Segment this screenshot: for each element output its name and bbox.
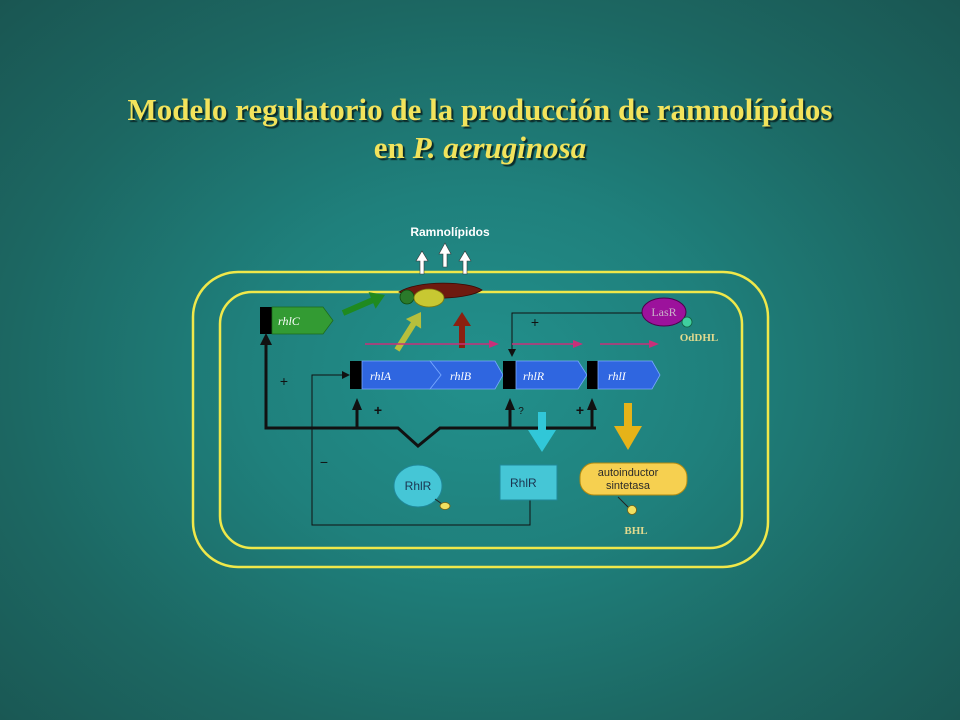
rhlR-activation-sign: ? [518,406,524,417]
rhlR-gene [515,360,588,390]
slide-title: Modelo regulatorio de la producción de r… [0,91,960,167]
rhlR-label: rhlR [523,369,545,383]
rhlB-product-arrow [453,312,471,348]
title-organism-name: P. aeruginosa [412,130,587,165]
rhlA-gene [361,360,442,390]
rhlI-label: rhlI [608,369,627,383]
rhamnolipid-molecule [398,282,483,308]
rhlA-product-arrow [394,312,422,352]
rhlAB-promoter [350,361,362,389]
rhamnolipids-label: Ramnolípidos [410,225,490,239]
rhlI-translation-arrow [614,403,642,450]
rhlI-gene [597,360,661,390]
bhl-molecule [627,505,637,515]
rhlC-promoter [260,307,272,334]
odDHL-molecule [681,316,693,328]
bhl-binding-stem [434,498,443,505]
autoinducer-synthase [579,462,688,496]
bhl-label: BHL [624,525,647,537]
feedback-line [311,371,531,526]
transcripts [365,340,659,348]
rhlAB-activation-sign: + [374,402,382,418]
secretion-arrow-1 [415,250,429,275]
feedback-sign: − [320,454,328,470]
rhlR-complex-box [499,464,558,501]
rhlC-activation-sign: + [280,373,288,389]
lasR-protein [641,297,687,327]
odDHL-label: OdDHL [680,332,719,344]
rhlI-promoter [587,361,598,389]
lasR-label: LasR [651,305,676,319]
rhlI-activation-arrow [587,398,597,428]
lasR-activation-sign: + [531,314,539,330]
rhlR-activation-arrow [505,398,515,428]
rhlR-complex-label: RhlR [510,476,537,490]
bhl-molecule-bound [439,502,451,510]
title-line-2-prefix: en [373,130,405,165]
rhlAB-activation-arrow [352,398,362,428]
activation-circuit [260,333,597,448]
transcript-rhlR [512,340,583,348]
rhlC-activation-arrowhead [260,333,272,345]
transcript-rhlI [600,340,659,348]
rhlR-promoter [503,361,516,389]
secretion-arrow-3 [458,250,472,275]
synthase-label-line-2: sintetasa [606,480,651,492]
secretion-arrows [415,242,472,275]
transcript-rhlAB [365,340,499,348]
rhlC-label: rhlC [278,314,301,328]
synthase-label-line-1: autoinductor [598,467,659,479]
bhl-stem [617,496,629,508]
rhamnose-yellow [413,288,445,308]
rhlR-translation-arrow [528,412,556,452]
title-line-1: Modelo regulatorio de la producción de r… [127,92,833,127]
rhlR-free-protein [393,464,443,508]
inner-membrane [218,290,744,550]
rhlI-activation-sign: + [576,402,584,418]
lasR-activation-line [508,312,642,357]
rhlC-product-arrow [341,292,385,316]
secretion-arrow-2 [438,242,452,268]
rhlA-label: rhlA [370,369,392,383]
rhamnose-green [399,289,415,305]
outer-membrane [191,270,770,569]
rhlC-gene [271,306,334,335]
gene-cluster: rhlA rhlB rhlR rhlI [350,360,661,390]
rhlB-label: rhlB [450,369,472,383]
rhlR-free-label: RhlR [405,479,432,493]
